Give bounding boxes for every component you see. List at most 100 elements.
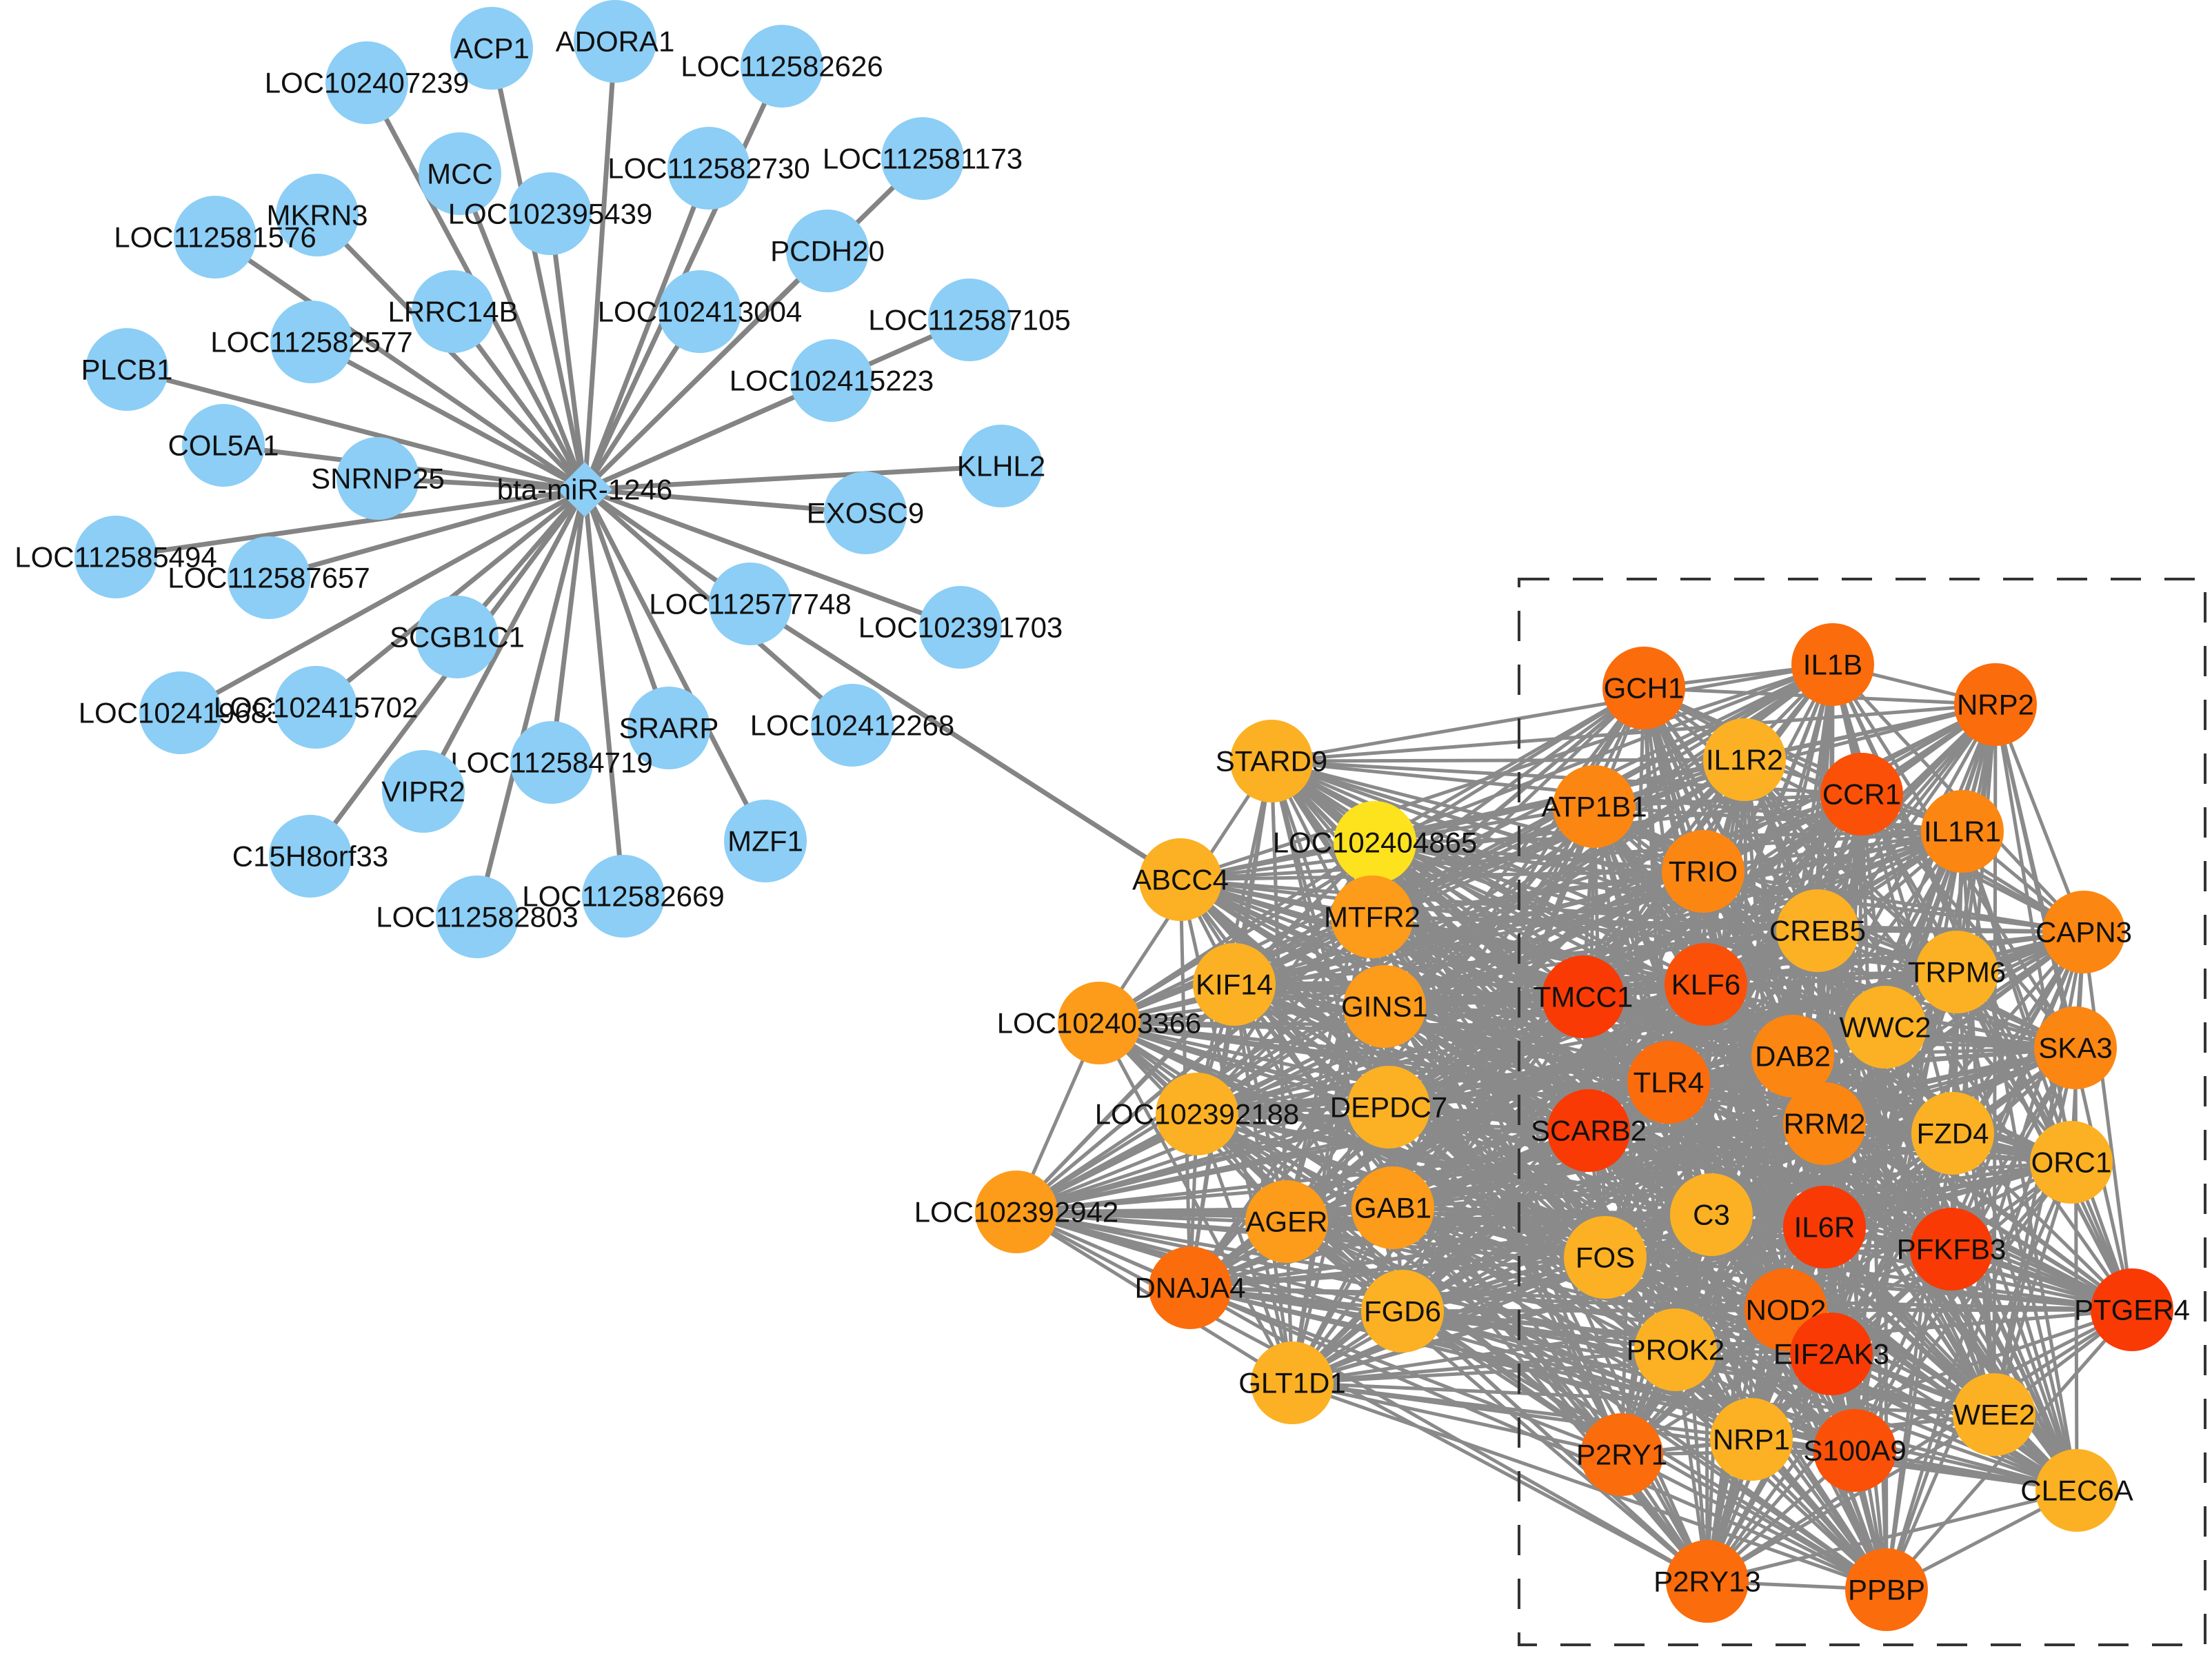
mirna-target-node-loc112587657[interactable]: LOC112587657: [168, 536, 370, 619]
mirna-target-node-pcdh20[interactable]: PCDH20: [770, 210, 885, 292]
ppi-node-nrp1[interactable]: NRP1: [1710, 1398, 1793, 1481]
mirna-target-node-loc102413004[interactable]: LOC102413004: [598, 270, 803, 353]
ppi-node-circle[interactable]: [1911, 1092, 1994, 1175]
ppi-node-circle[interactable]: [2035, 1449, 2118, 1532]
ppi-node-circle[interactable]: [1783, 1082, 1866, 1165]
mirna-target-node-loc102415223[interactable]: LOC102415223: [730, 339, 934, 422]
ppi-node-trpm6[interactable]: TRPM6: [1908, 931, 2006, 1013]
ppi-node-nrp2[interactable]: NRP2: [1954, 663, 2037, 746]
ppi-node-il6r[interactable]: IL6R: [1783, 1186, 1866, 1268]
mirna-target-node-snrnp25[interactable]: SNRNP25: [311, 437, 445, 520]
ppi-node-fos[interactable]: FOS: [1564, 1216, 1647, 1299]
mirna-target-node-circle[interactable]: [182, 404, 265, 487]
mirna-target-node-vipr2[interactable]: VIPR2: [381, 750, 465, 833]
ppi-node-circle[interactable]: [1542, 955, 1625, 1038]
mirna-target-node-circle[interactable]: [436, 875, 519, 958]
mirna-target-node-circle[interactable]: [416, 596, 499, 678]
ppi-node-c3[interactable]: C3: [1670, 1173, 1753, 1256]
ppi-node-circle[interactable]: [1361, 1270, 1444, 1353]
mirna-target-node-circle[interactable]: [139, 671, 222, 754]
mirna-target-node-circle[interactable]: [509, 172, 592, 255]
ppi-node-circle[interactable]: [1580, 1413, 1663, 1496]
mirna-target-node-adora1[interactable]: ADORA1: [556, 0, 675, 83]
mirna-target-node-circle[interactable]: [382, 750, 465, 833]
ppi-node-fgd6[interactable]: FGD6: [1361, 1270, 1444, 1353]
ppi-node-p2ry1[interactable]: P2RY1: [1576, 1413, 1667, 1496]
mirna-target-node-circle[interactable]: [658, 270, 741, 353]
ppi-node-wee2[interactable]: WEE2: [1953, 1373, 2035, 1456]
ppi-node-scarb2[interactable]: SCARB2: [1531, 1089, 1647, 1172]
ppi-node-mtfr2[interactable]: MTFR2: [1324, 875, 1420, 958]
ppi-node-prok2[interactable]: PROK2: [1627, 1308, 1725, 1391]
ppi-node-circle[interactable]: [2030, 1121, 2113, 1204]
ppi-node-circle[interactable]: [2034, 1006, 2117, 1089]
ppi-node-circle[interactable]: [1820, 753, 1903, 836]
ppi-node-circle[interactable]: [1813, 1409, 1896, 1492]
ppi-node-circle[interactable]: [1351, 1166, 1434, 1249]
mirna-target-node-loc102412268[interactable]: LOC102412268: [750, 684, 955, 767]
ppi-node-circle[interactable]: [1791, 623, 1874, 706]
mirna-target-node-circle[interactable]: [881, 117, 964, 200]
mirna-target-node-c15h8orf33[interactable]: C15H8orf33: [232, 815, 388, 898]
mirna-target-node-loc112585494[interactable]: LOC112585494: [14, 516, 217, 598]
ppi-node-ager[interactable]: AGER: [1245, 1180, 1328, 1263]
ppi-node-circle[interactable]: [1245, 1180, 1328, 1263]
mirna-target-node-circle[interactable]: [174, 196, 257, 279]
mirna-target-node-srarp[interactable]: SRARP: [619, 687, 719, 769]
ppi-node-stard9[interactable]: STARD9: [1216, 720, 1328, 802]
ppi-node-ska3[interactable]: SKA3: [2034, 1006, 2117, 1089]
ppi-node-glt1d1[interactable]: GLT1D1: [1238, 1342, 1346, 1424]
mirna-target-node-circle[interactable]: [336, 437, 419, 520]
mirna-target-node-loc112581576[interactable]: LOC112581576: [114, 196, 316, 279]
mirna-target-node-circle[interactable]: [325, 41, 408, 124]
ppi-node-ppbp[interactable]: PPBP: [1845, 1548, 1928, 1631]
ppi-node-klf6[interactable]: KLF6: [1665, 943, 1747, 1026]
mirna-target-node-loc112582669[interactable]: LOC112582669: [522, 855, 725, 938]
mirna-target-node-loc102407239[interactable]: LOC102407239: [265, 41, 470, 124]
ppi-node-il1b[interactable]: IL1B: [1791, 623, 1874, 706]
hub-diamond[interactable]: [557, 462, 612, 517]
ppi-node-gch1[interactable]: GCH1: [1602, 647, 1685, 729]
mirna-target-node-circle[interactable]: [960, 425, 1043, 507]
mirna-target-node-circle[interactable]: [276, 174, 359, 256]
ppi-node-circle[interactable]: [1710, 1398, 1793, 1481]
ppi-node-p2ry13[interactable]: P2RY13: [1653, 1540, 1761, 1623]
mirna-target-node-circle[interactable]: [228, 536, 310, 619]
ppi-node-circle[interactable]: [1845, 1548, 1928, 1631]
mirna-target-node-exosc9[interactable]: EXOSC9: [807, 472, 924, 554]
mirna-target-node-circle[interactable]: [86, 328, 168, 411]
ppi-node-dab2[interactable]: DAB2: [1751, 1015, 1834, 1097]
ppi-node-circle[interactable]: [1193, 943, 1276, 1026]
ppi-node-gab1[interactable]: GAB1: [1351, 1166, 1434, 1249]
mirna-target-node-circle[interactable]: [269, 815, 352, 898]
mirna-target-node-circle[interactable]: [741, 25, 823, 108]
mirna-target-node-circle[interactable]: [74, 516, 157, 598]
mirna-target-node-klhl2[interactable]: KLHL2: [957, 425, 1045, 507]
ppi-node-loc102404865[interactable]: LOC102404865: [1273, 801, 1478, 884]
ppi-node-depdc7[interactable]: DEPDC7: [1330, 1066, 1447, 1148]
ppi-node-capn3[interactable]: CAPN3: [2035, 891, 2132, 973]
ppi-node-wwc2[interactable]: WWC2: [1840, 986, 1931, 1069]
mirna-target-node-circle[interactable]: [709, 563, 792, 645]
ppi-node-circle[interactable]: [1953, 1373, 2035, 1456]
ppi-node-clec6a[interactable]: CLEC6A: [2020, 1449, 2133, 1532]
mirna-target-node-circle[interactable]: [824, 472, 907, 554]
mirna-target-node-circle[interactable]: [627, 687, 710, 769]
ppi-node-circle[interactable]: [1783, 1186, 1866, 1268]
ppi-node-circle[interactable]: [1776, 889, 1859, 972]
ppi-node-loc102392188[interactable]: LOC102392188: [1095, 1073, 1300, 1155]
mirna-target-node-lrrc14b[interactable]: LRRC14B: [388, 270, 519, 353]
mirna-target-node-loc112582626[interactable]: LOC112582626: [681, 25, 883, 108]
ppi-node-circle[interactable]: [1790, 1313, 1873, 1395]
mirna-target-node-circle[interactable]: [574, 0, 656, 83]
ppi-node-orc1[interactable]: ORC1: [2030, 1121, 2113, 1204]
mirna-target-node-loc112587105[interactable]: LOC112587105: [868, 279, 1071, 361]
ppi-node-circle[interactable]: [1564, 1216, 1647, 1299]
ppi-node-gins1[interactable]: GINS1: [1341, 965, 1428, 1048]
mirna-target-node-mkrn3[interactable]: MKRN3: [266, 174, 368, 256]
mirna-target-node-loc112581173[interactable]: LOC112581173: [823, 117, 1023, 200]
mirna-target-node-circle[interactable]: [811, 684, 894, 767]
mirna-target-node-circle[interactable]: [450, 7, 533, 90]
ppi-node-circle[interactable]: [1156, 1073, 1238, 1155]
ppi-node-il1r1[interactable]: IL1R1: [1921, 790, 2004, 873]
